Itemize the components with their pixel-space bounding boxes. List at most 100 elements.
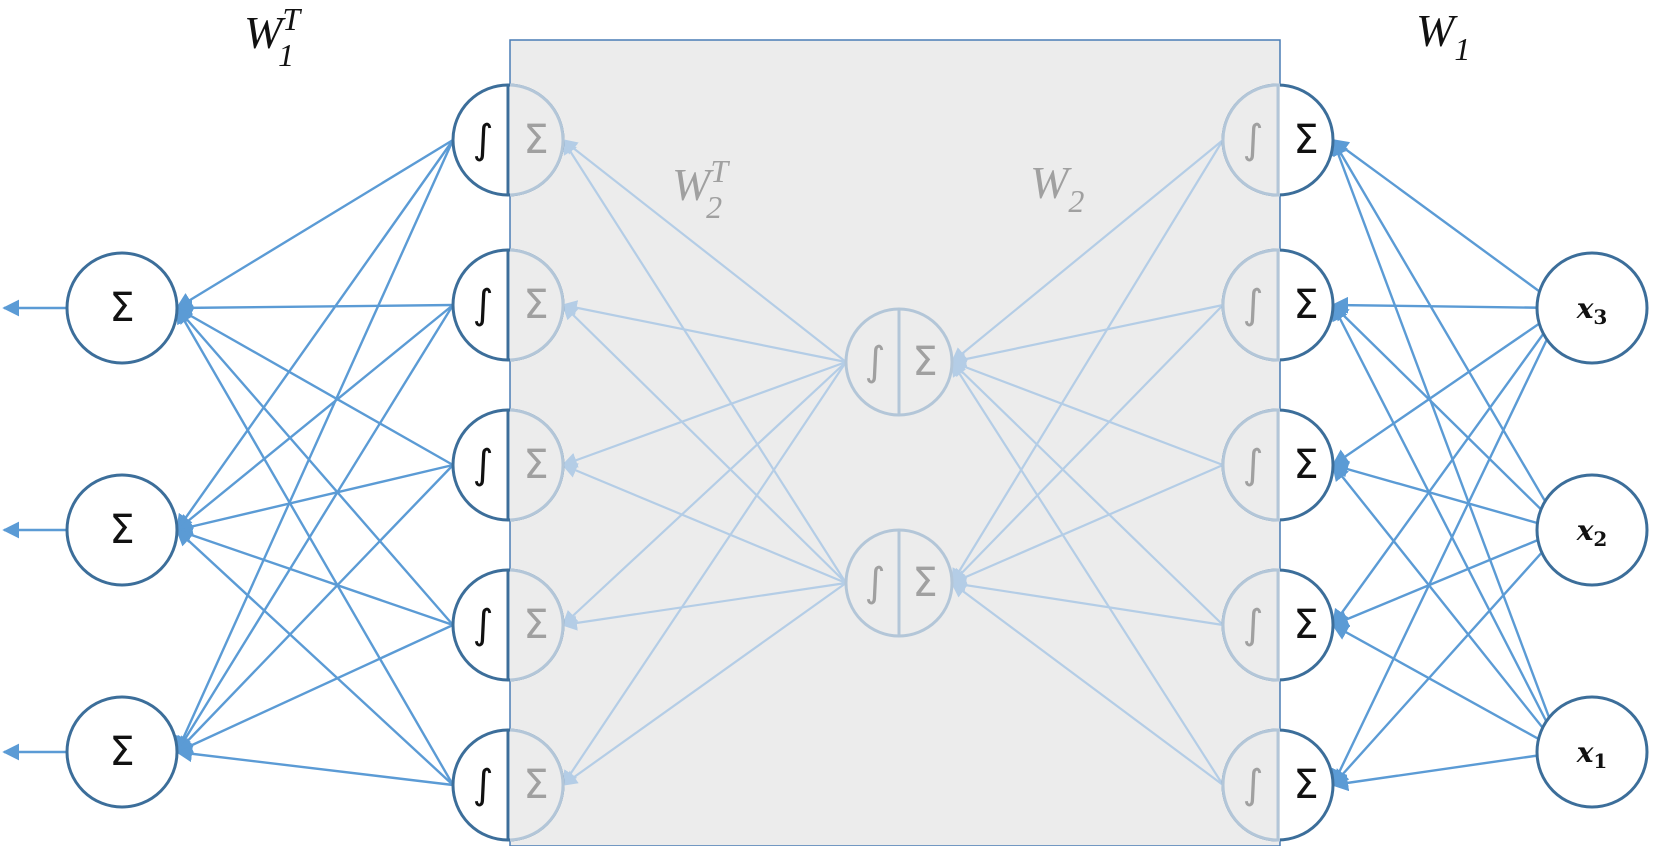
label-w1t-sup: T [282,1,302,37]
edge-encoder-1-to-code-0 [950,303,1224,367]
output-node-0 [65,251,179,365]
edge-input-0-to-encoder-1 [1331,296,1563,314]
decoder-node-faded-half-1 [510,248,565,362]
input-label-0: x3 [1576,292,1608,329]
edge-decoder-3-to-output-0 [175,306,454,626]
edge-input-1-to-encoder-1 [1331,303,1563,531]
encoder-node-sum-symbol-3: Σ [1293,602,1318,648]
edge-encoder-2-to-code-0 [950,359,1224,467]
encoder-node-integral-symbol-0: ∫ [1243,117,1264,163]
input-node-outline-0 [1535,251,1649,365]
label-w1t-base: W [244,7,286,58]
label-w2-sub: 2 [1068,183,1084,219]
label-w2t-sub: 2 [706,189,722,225]
code-node-1: ∫Σ [844,528,954,638]
input-label-1: x2 [1576,514,1608,551]
edge-decoder-1-to-output-1 [175,304,454,532]
encoder-node-2: ∫Σ [1221,408,1335,522]
decoder-node-sum-symbol-1: Σ [523,282,548,328]
label-w1: W1 [1416,5,1470,67]
code-node-integral-symbol-1: ∫ [865,560,886,606]
label-w2t-base: W [672,159,714,210]
edge-input-1-to-encoder-0 [1331,138,1564,531]
decoder-node-integral-symbol-2: ∫ [473,442,494,488]
decoder-node-4: ∫Σ [451,728,565,842]
label-w1-base: W [1416,5,1458,56]
edge-encoder-4-to-code-1 [950,582,1224,786]
encoder-node-4: ∫Σ [1221,728,1335,842]
decoder-node-faded-half-2 [510,408,565,522]
edge-code-0-to-decoder-1 [561,300,847,364]
edge-encoder-4-to-code-0 [951,360,1224,786]
output-node-1 [65,473,179,587]
edge-encoder-3-to-code-1 [950,577,1224,627]
code-node-0: ∫Σ [844,307,954,417]
edge-input-0-to-encoder-3 [1332,307,1563,627]
edge-decoder-0-to-output-1 [176,139,454,532]
input-label-base-2: x [1576,736,1594,769]
output-node-sum-symbol-0: Σ [109,285,134,331]
output-node-sum-symbol-1: Σ [109,507,134,553]
decoder-node-3: ∫Σ [451,568,565,682]
decoder-node-faded-half-4 [510,728,565,842]
edge-code-1-to-decoder-2 [561,463,847,585]
decoder-node-faded-half-0 [510,83,565,197]
output-node-sum-symbol-2: Σ [109,729,134,775]
decoder-node-sum-symbol-4: Σ [523,762,548,808]
encoder-node-sum-symbol-0: Σ [1293,117,1318,163]
edge-encoder-0-to-code-1 [951,139,1224,585]
label-w2t-sup: T [710,153,730,189]
input-label-sub-0: 3 [1593,305,1607,329]
encoder-node-integral-symbol-3: ∫ [1243,602,1264,648]
input-node-outline-1 [1535,473,1649,587]
edge-input-2-to-encoder-4 [1331,750,1563,792]
edge-decoder-0-to-output-0 [175,138,454,310]
edge-input-1-to-encoder-3 [1331,528,1563,627]
edge-input-1-to-encoder-4 [1331,529,1563,787]
edge-code-0-to-decoder-4 [562,361,847,787]
connection-edges [2,138,1564,792]
encoder-node-3: ∫Σ [1221,568,1335,682]
encoder-node-0: ∫Σ [1221,83,1335,197]
edge-code-1-to-decoder-4 [561,582,847,786]
edge-encoder-3-to-code-0 [950,360,1224,626]
decoder-node-integral-symbol-4: ∫ [473,762,494,808]
edge-encoder-1-to-code-1 [950,304,1224,585]
edge-decoder-0-to-output-2 [175,139,455,754]
encoder-node-integral-symbol-4: ∫ [1243,762,1264,808]
input-node-1: x2 [1535,473,1649,587]
edge-encoder-0-to-code-0 [950,139,1224,363]
input-label-sub-2: 1 [1593,749,1607,773]
decoder-node-integral-symbol-0: ∫ [473,117,494,163]
input-node-2: x1 [1535,695,1649,809]
input-node-0: x3 [1535,251,1649,365]
edge-code-0-to-decoder-0 [561,139,847,363]
edge-code-1-to-decoder-3 [561,581,847,631]
edge-input-2-to-encoder-0 [1330,138,1564,753]
edge-input-0-to-encoder-0 [1331,139,1563,309]
input-label-sub-1: 2 [1593,527,1607,551]
label-w1t-sub: 1 [278,37,294,73]
decoder-node-sum-symbol-2: Σ [523,442,548,488]
encoder-node-integral-symbol-2: ∫ [1243,442,1264,488]
decoder-node-faded-half-3 [510,568,565,682]
encoder-node-1: ∫Σ [1221,248,1335,362]
input-label-2: x1 [1576,736,1608,773]
edge-input-2-to-encoder-3 [1331,623,1563,754]
label-w2: W2 [1030,157,1084,219]
decoder-node-1: ∫Σ [451,248,565,362]
edge-encoder-2-to-code-1 [950,463,1224,585]
decoder-node-sum-symbol-3: Σ [523,602,548,648]
edge-decoder-4-to-output-0 [175,306,455,786]
decoder-node-0: ∫Σ [451,83,565,197]
edge-code-1-to-decoder-1 [561,303,847,584]
encoder-node-sum-symbol-4: Σ [1293,762,1318,808]
input-label-base-0: x [1576,292,1594,325]
edge-input-2-to-encoder-2 [1331,463,1563,753]
edge-decoder-1-to-output-0 [175,299,454,317]
edge-decoder-3-to-output-2 [175,623,454,754]
encoder-node-sum-symbol-1: Σ [1293,282,1318,328]
